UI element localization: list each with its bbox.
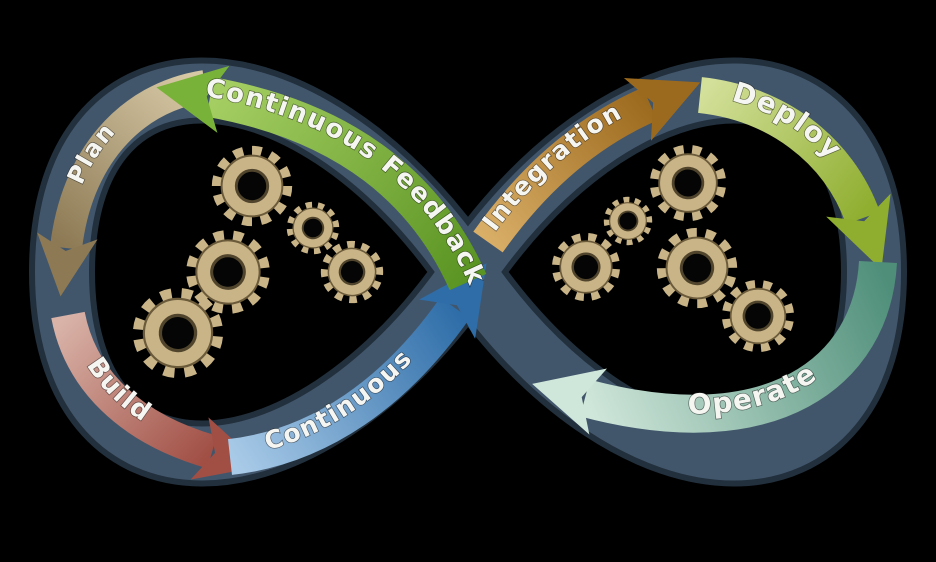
gear-icon bbox=[286, 201, 339, 254]
gear-icon bbox=[136, 291, 219, 374]
operate-arrow bbox=[532, 260, 897, 435]
integration-arrow bbox=[473, 78, 701, 253]
gear-icon bbox=[555, 236, 617, 298]
gear-icon bbox=[218, 152, 287, 221]
build-arrow bbox=[51, 311, 262, 480]
gear-icon bbox=[602, 195, 654, 247]
deploy-arrow bbox=[697, 77, 891, 270]
gear-icon bbox=[188, 232, 269, 313]
gear-icon bbox=[655, 226, 738, 309]
continuous-feedback-arrow bbox=[156, 65, 487, 291]
continuous-arrow bbox=[227, 263, 487, 475]
gear-icon bbox=[723, 281, 793, 351]
gear-icon bbox=[652, 147, 725, 220]
stage-arrows: Plan Build Continuous Integration Contin… bbox=[37, 65, 897, 480]
